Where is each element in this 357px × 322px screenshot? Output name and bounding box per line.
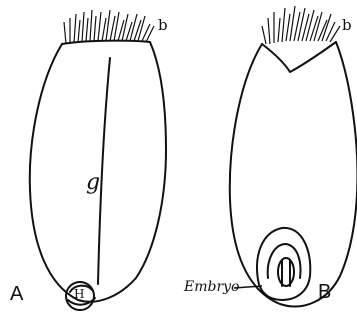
embryo-outline (257, 228, 310, 300)
embryo-core (278, 258, 294, 286)
hairs-b (262, 6, 340, 44)
figure-a-label: A (10, 284, 23, 304)
hairs-a (64, 10, 154, 44)
embryo-a-label: H (74, 288, 84, 300)
embryo-label: Embryo (184, 280, 240, 294)
figure-b-label: B (318, 282, 331, 302)
hairs-a-label: b (158, 18, 168, 33)
groove-label: g (86, 172, 100, 194)
hairs-b-label: b (342, 18, 352, 33)
grain-b (230, 42, 357, 306)
